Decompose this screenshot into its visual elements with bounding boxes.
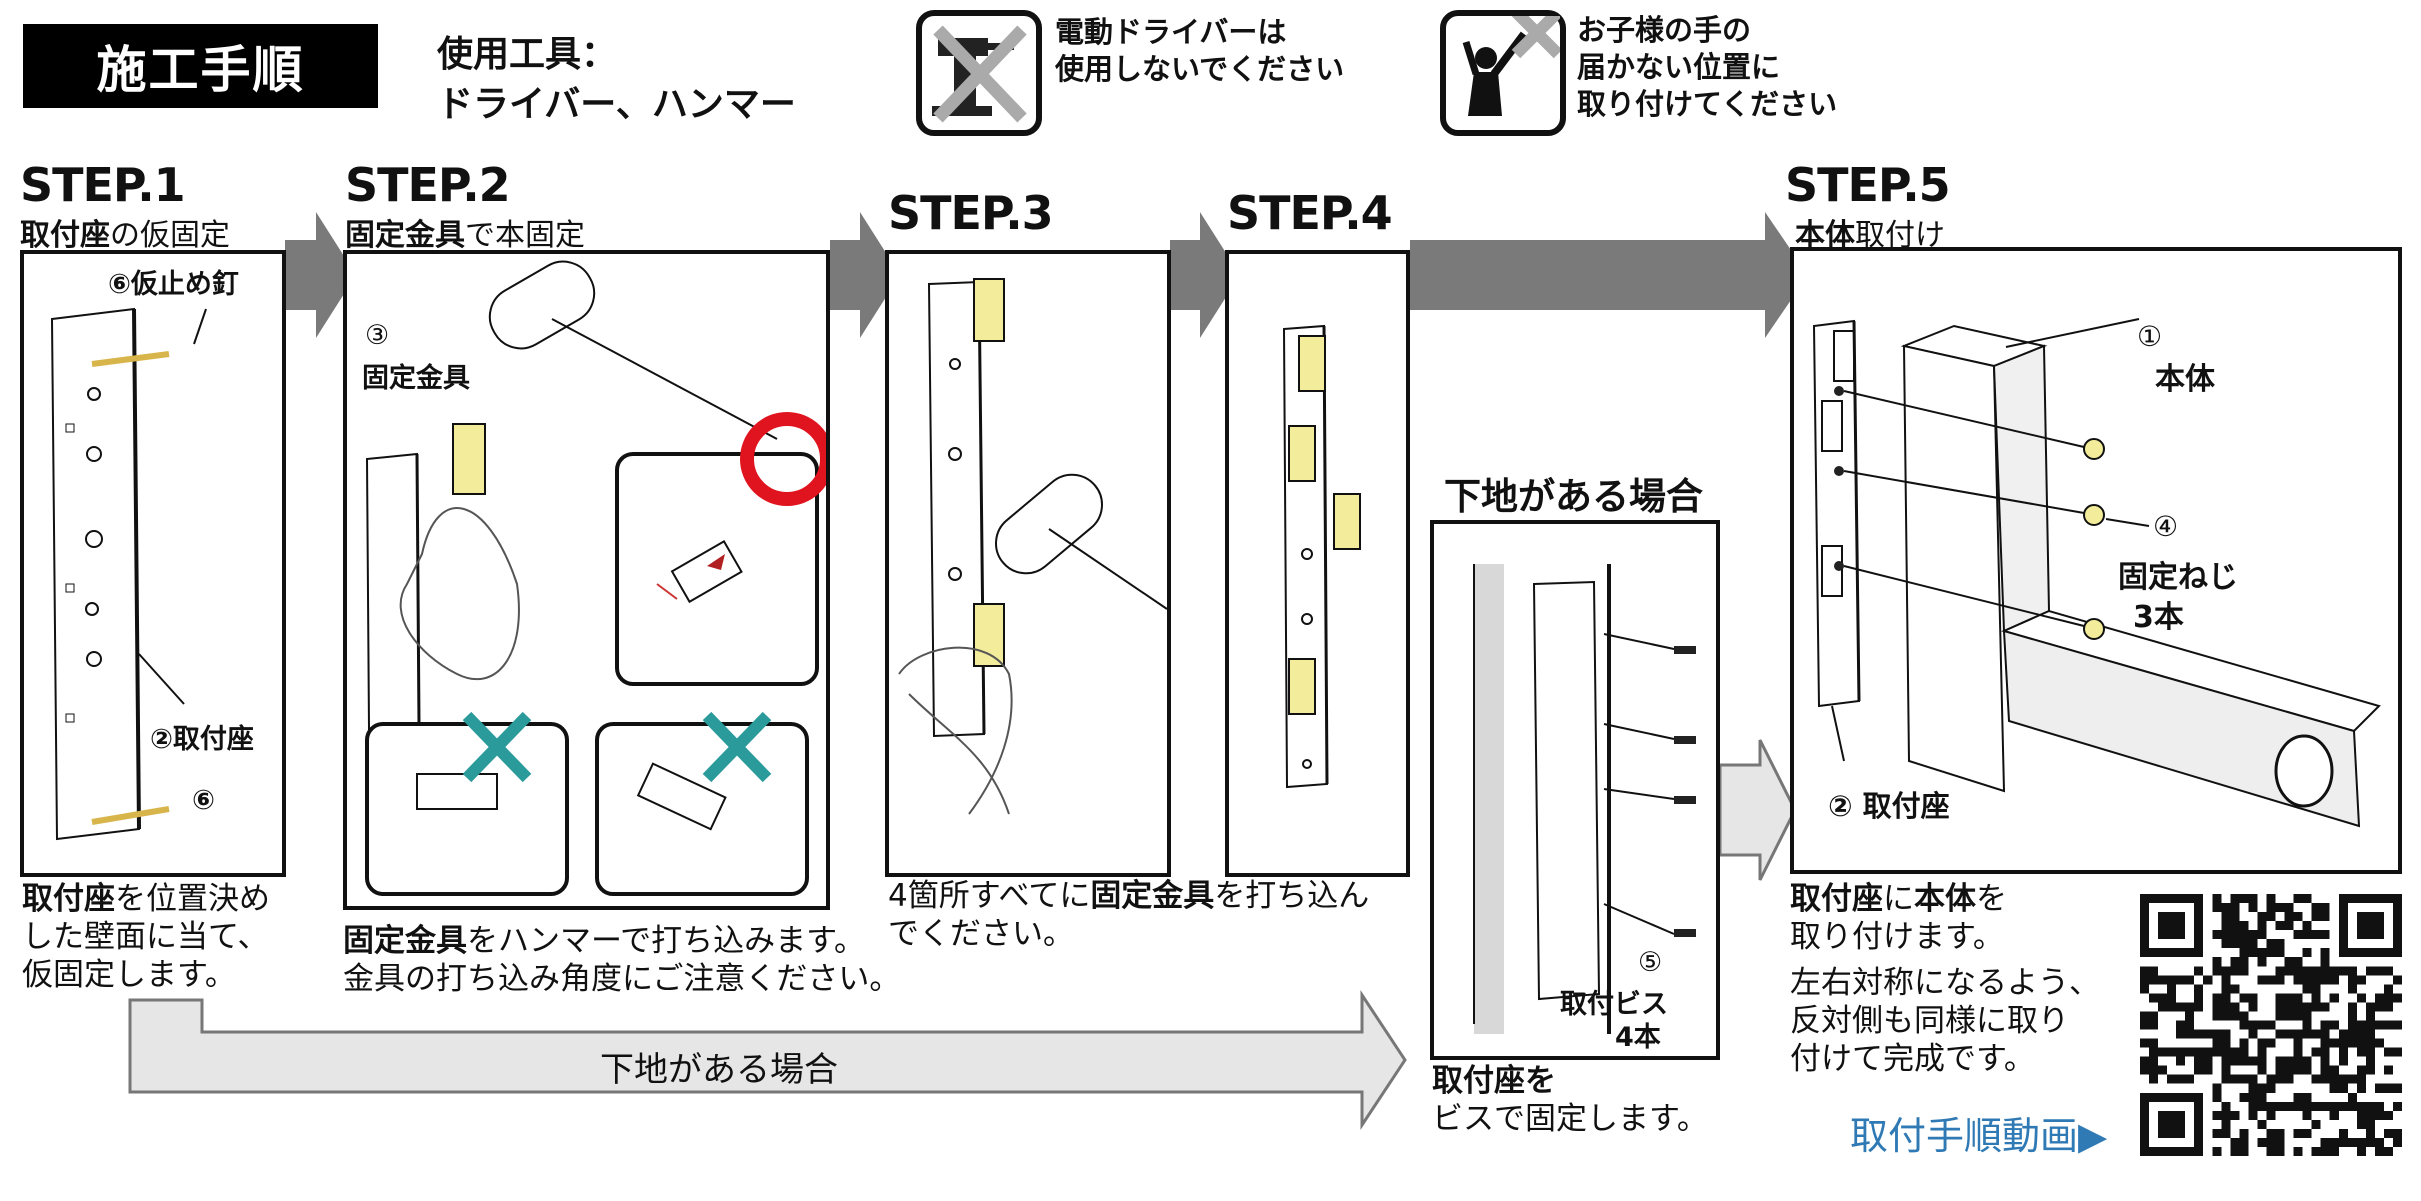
step1-panel xyxy=(20,250,286,877)
warning2-line2: 届かない位置に xyxy=(1577,50,1781,84)
qr-code[interactable] xyxy=(2140,894,2402,1156)
arrow-step3-to-4 xyxy=(1170,212,1240,338)
hammer-step3 xyxy=(995,473,1168,610)
step2-sub-bold: 固定金具 xyxy=(345,218,465,253)
step1-desc-rest: を位置決め xyxy=(115,881,270,917)
hammer-top xyxy=(488,260,778,440)
step1-sub-bold: 取付座 xyxy=(20,218,110,253)
step3-description: 4箇所すべてに固定金具を打ち込ん でください。 xyxy=(888,877,1369,953)
step1-callout-nail: ⑥仮止め釘 xyxy=(108,269,239,300)
step2-desc-bold: 固定金具 xyxy=(343,923,467,959)
warning-child-reach: お子様の手の 届かない位置に 取り付けてください xyxy=(1577,12,1837,123)
step5-callout-base: ② 取付座 xyxy=(1828,789,1950,823)
warning2-line3: 取り付けてください xyxy=(1577,87,1838,121)
step5-desc-bold2: 本体 xyxy=(1914,881,1976,917)
step2-illustration xyxy=(365,260,834,896)
warning-power-driver: 電動ドライバーは 使用しないでください xyxy=(1055,14,1344,88)
step2-callout-name: 固定金具 xyxy=(362,363,470,394)
step3-label: STEP.3 xyxy=(888,186,1054,240)
step1-desc-line1: 取付座を位置決め xyxy=(22,880,270,918)
ng-cross-icon-2 xyxy=(702,711,772,783)
step1-desc-bold: 取付座 xyxy=(22,881,115,917)
step5-desc-line3: 左右対称になるよう、 xyxy=(1790,965,2100,1001)
arrow-step4-to-5 xyxy=(1410,212,1808,338)
step5-desc-line1: 取付座に本体を xyxy=(1790,880,2100,918)
warning1-line2: 使用しないでください xyxy=(1055,52,1345,86)
base-callout-count: 4本 xyxy=(1615,1022,1661,1053)
warning2-line1: お子様の手の xyxy=(1577,13,1752,47)
base-desc-bold: 取付座を xyxy=(1432,1063,1556,1099)
step3-illustration xyxy=(898,278,1168,815)
step5-desc-line4: 反対側も同様に取り xyxy=(1790,1003,2069,1039)
base-panel xyxy=(1430,520,1720,1060)
step5-description: 取付座に本体を 取り付けます。 左右対称になるよう、 反対側も同様に取り 付けて… xyxy=(1790,880,2100,1078)
step2-sub-rest: で本固定 xyxy=(465,218,585,253)
step3-desc-post: を打ち込ん xyxy=(1214,878,1370,914)
base-title: 下地がある場合 xyxy=(1444,475,1703,518)
step2-subtitle: 固定金具で本固定 xyxy=(345,210,585,254)
warning1-line1: 電動ドライバーは xyxy=(1055,15,1287,49)
arrow-base-to-step5 xyxy=(1718,739,1797,881)
step4-illustration xyxy=(1282,324,1361,789)
step5-callout-screw-num: ④ xyxy=(2153,510,2179,543)
step1-illustration xyxy=(50,307,207,841)
flow-arrow-label: 下地がある場合 xyxy=(600,1050,838,1090)
page-title: 施工手順 xyxy=(23,24,378,108)
video-link[interactable]: 取付手順動画▶ xyxy=(1850,1114,2108,1158)
step2-desc-line2: 金具の打ち込み角度にご注意ください。 xyxy=(343,961,901,997)
step2-label: STEP.2 xyxy=(345,158,511,212)
step5-desc-bold1: 取付座 xyxy=(1790,881,1883,917)
step1-sub-rest: の仮固定 xyxy=(110,218,230,253)
step5-desc-line5: 付けて完成です。 xyxy=(1790,1041,2035,1077)
qr-code-graphic xyxy=(2140,894,2402,1156)
step1-label: STEP.1 xyxy=(20,158,186,212)
step5-illustration xyxy=(1812,318,2381,828)
arrow-step1-to-2 xyxy=(285,212,356,338)
step2-callout-num: ③ xyxy=(365,320,390,351)
step2-desc-line1: 固定金具をハンマーで打ち込みます。 xyxy=(343,922,900,960)
step1-callout-six: ⑥ xyxy=(192,785,215,816)
step3-panel xyxy=(885,250,1171,877)
step5-panel xyxy=(1790,247,2402,874)
no-power-driver-icon xyxy=(916,10,1042,136)
step4-label: STEP.4 xyxy=(1227,186,1393,240)
ng-cross-icon-1 xyxy=(462,711,532,783)
step1-desc-line2: した壁面に当て、 xyxy=(22,919,269,955)
tools-info: 使用工具： ドライバー、ハンマー xyxy=(437,30,796,130)
flow-arrow-base xyxy=(128,990,1407,1130)
child-reach-icon xyxy=(1440,7,1566,136)
tools-list: ドライバー、ハンマー xyxy=(437,84,796,125)
step5-callout-screw-count: 3本 xyxy=(2133,600,2184,635)
step5-callout-body-num: ① xyxy=(2137,320,2163,353)
step1-subtitle: 取付座の仮固定 xyxy=(20,210,230,254)
step5-desc-line2: 取り付けます。 xyxy=(1790,919,2004,955)
base-desc-line2: ビスで固定します。 xyxy=(1432,1101,1708,1137)
step2-description: 固定金具をハンマーで打ち込みます。 金具の打ち込み角度にご注意ください。 xyxy=(343,922,900,998)
step5-desc-end: を xyxy=(1976,881,2007,917)
step3-desc-pre: 4箇所すべてに xyxy=(888,878,1091,914)
base-description: 取付座を ビスで固定します。 xyxy=(1432,1062,1708,1138)
base-illustration xyxy=(1473,564,1696,1034)
step2-desc-rest: をハンマーで打ち込みます。 xyxy=(467,923,866,959)
step5-label: STEP.5 xyxy=(1785,158,1951,212)
step3-desc-line1: 4箇所すべてに固定金具を打ち込ん xyxy=(888,877,1369,915)
step1-callout-base: ②取付座 xyxy=(150,724,254,755)
step5-desc-mid: に xyxy=(1883,881,1914,917)
step3-desc-bold: 固定金具 xyxy=(1090,878,1215,914)
step2-panel xyxy=(343,250,834,910)
step4-panel xyxy=(1225,250,1410,877)
step1-description: 取付座を位置決め した壁面に当て、 仮固定します。 xyxy=(22,880,270,994)
step5-callout-body: 本体 xyxy=(2155,362,2215,397)
tools-label: 使用工具： xyxy=(437,34,618,75)
base-callout-num: ⑤ xyxy=(1638,947,1663,978)
base-desc-line1: 取付座を xyxy=(1432,1062,1708,1100)
step5-callout-screw: 固定ねじ xyxy=(2118,560,2238,595)
base-callout-name: 取付ビス xyxy=(1560,989,1668,1020)
step3-desc-line2: でください。 xyxy=(888,916,1074,952)
arrow-step2-to-3 xyxy=(830,212,900,338)
step1-desc-line3: 仮固定します。 xyxy=(22,957,236,993)
